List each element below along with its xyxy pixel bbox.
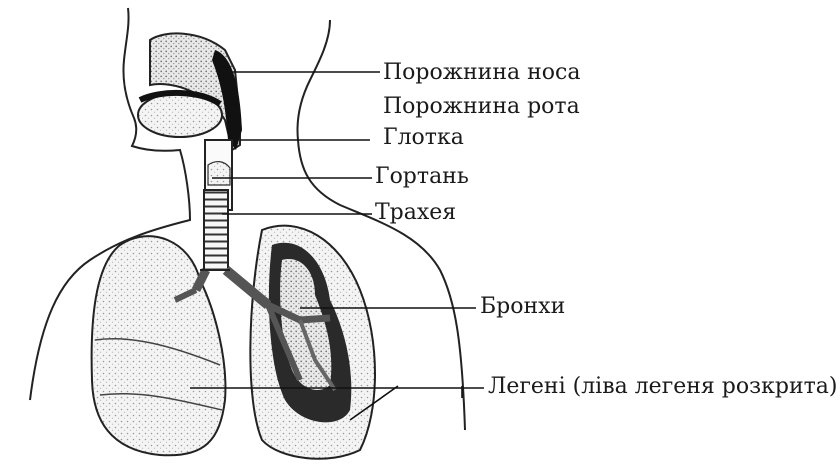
label-larynx: Гортань xyxy=(375,166,469,188)
label-bronchi: Бронхи xyxy=(480,296,565,318)
label-nasal-cavity: Порожнина носа xyxy=(383,62,580,84)
label-oral-cavity: Порожнина рота xyxy=(383,96,580,118)
trachea-shape xyxy=(204,190,228,270)
label-pharynx: Глотка xyxy=(383,127,464,149)
label-trachea: Трахея xyxy=(375,202,456,224)
label-lungs: Легені (ліва легеня розкрита) xyxy=(488,376,837,398)
